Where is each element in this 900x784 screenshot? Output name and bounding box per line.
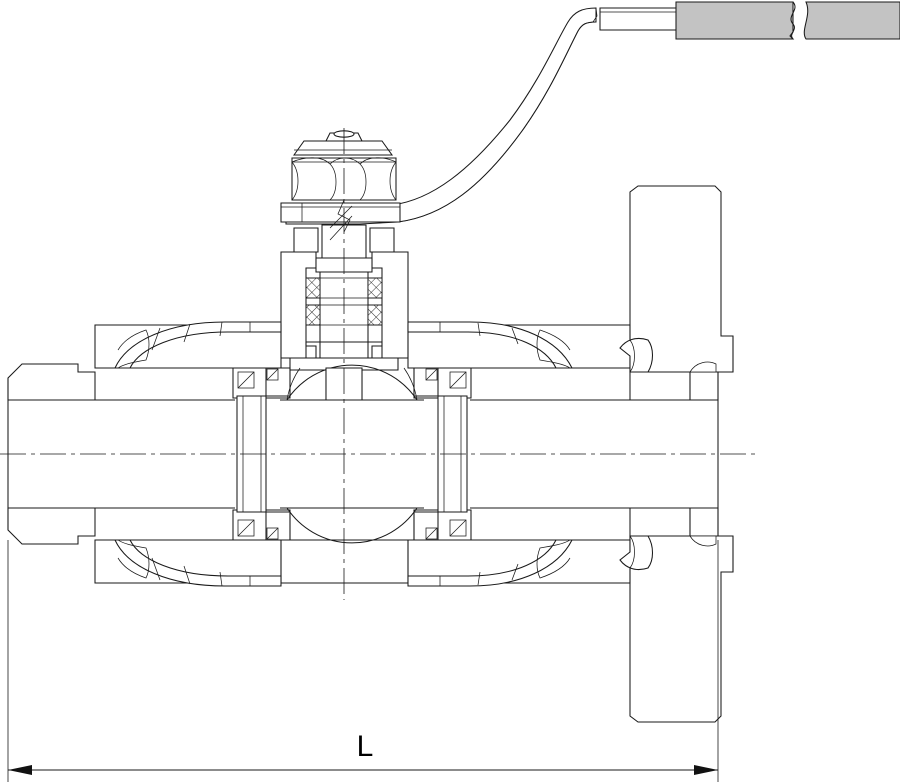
weld-bead-top-right [407,321,573,369]
lever-stop-plate [280,202,401,223]
dim-arrow-left [8,765,32,775]
packing-ring-2-right [367,304,383,326]
weld-bead-top-right-root [536,329,571,369]
weld-pocket-bottom [689,535,717,547]
grip-break-symbol [790,1,796,40]
ball-outline-right-upper [403,367,418,401]
pipe-left-top-wall [7,363,96,401]
weld-bead-flange-top [619,337,654,373]
weld-bead-bottom-right-root [536,539,571,579]
weld-pocket-top [689,361,717,373]
weld-bead-bottom-right-ticks [439,563,519,586]
handle-lever-inner-edge [397,21,597,223]
hex-nut-chamfer-left [291,161,299,201]
weld-bead-flange-top-arc [629,339,635,373]
dimension-label-L: L [357,730,374,763]
weld-bead-flange-bottom-arc [629,535,635,569]
ball-lower-sector [286,507,418,544]
handle-shank [599,7,684,31]
ball-upper-sector [286,364,418,401]
dim-arrow-right [694,765,718,775]
packing-ring-1-right [367,277,383,299]
weld-bead-top-left-ticks [151,321,251,351]
weld-beads [114,321,717,587]
handle-assembly [285,1,900,225]
weld-bead-bottom-left-root [117,539,150,579]
bonnet-housing-right [371,251,409,359]
stem-break-symbol [329,205,353,241]
seat-left-seal-wedge-bottom [265,511,291,541]
gland-flange-left [293,227,319,253]
seat-left-seal-glyphs [237,368,279,540]
ball-and-seats [232,364,472,544]
weld-bead-bottom-right [407,539,573,587]
weld-bead-bottom-left-ticks [151,557,251,587]
welding-flange [629,185,734,723]
handle-grip-segment-2 [803,1,900,40]
ball-outline-left-upper [286,367,301,401]
handle-bend-break [592,7,598,23]
seat-right-seal-wedge-bottom [413,511,439,541]
dimension-overall-length: L [7,540,719,782]
weld-bead-top-right-ticks [439,322,519,345]
seat-right-seal-glyphs [425,368,467,540]
weld-bead-bottom-left [114,539,282,587]
stem-cap [292,140,394,156]
seat-ring-right [413,367,472,541]
weld-bead-flange-bottom [619,535,654,571]
handle-grip-segment-1 [675,1,795,40]
seat-right-seal-wedge-top [413,367,439,397]
weld-bead-top-left-root [117,329,150,369]
packing-ring-1-left [305,277,321,299]
pipe-left-bottom-wall [7,507,96,545]
packing-ring-2-left [305,304,321,326]
seat-left-seal-wedge-top [265,367,291,397]
weld-bead-top-left [114,321,282,369]
centre-lines [0,128,760,600]
